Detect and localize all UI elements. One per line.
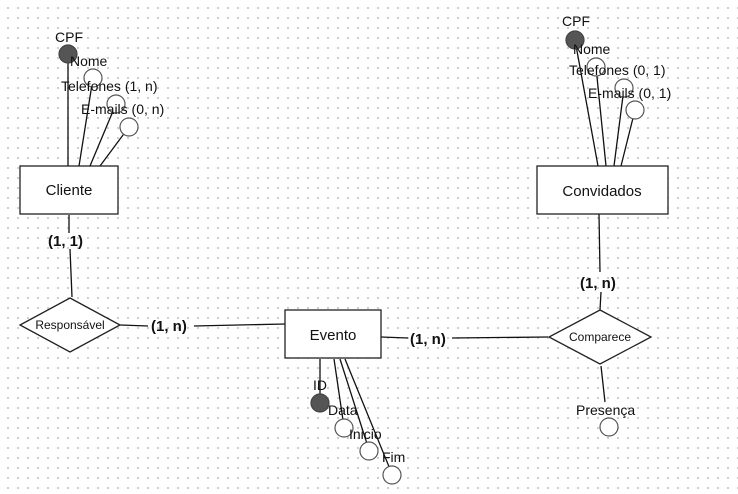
evento-id-key-attribute[interactable] [310,393,330,413]
comparece-presenca-label: Presença [576,402,635,418]
cliente-cpf-key-attribute[interactable] [58,44,78,64]
evento-data-attribute[interactable] [334,418,354,438]
cliente-nome-attribute[interactable] [83,68,103,88]
convidados-telefones-label: Telefones (0, 1) [569,62,666,78]
cardinality-cliente-responsavel: (1, 1) [48,233,83,250]
entity-evento-box[interactable] [284,309,382,359]
convidados-emails-label: E-mails (0, 1) [588,85,671,101]
evento-data-label: Data [328,402,358,418]
entity-convidados-box[interactable] [536,165,669,215]
cliente-telefones-attribute[interactable] [106,94,126,114]
entity-cliente-label: Cliente [46,182,93,199]
evento-fim-label: Fim [382,449,405,465]
convidados-nome-attribute[interactable] [586,57,606,77]
entity-cliente-box[interactable] [19,165,119,215]
evento-id-label: ID [313,377,327,393]
evento-fim-attribute[interactable] [382,465,402,485]
cardinality-responsavel-evento: (1, n) [151,318,187,335]
entity-evento-label: Evento [310,327,357,344]
convidados-telefones-attribute[interactable] [614,78,634,98]
evento-inicio-label: Inicio [349,426,382,442]
convidados-cpf-label: CPF [562,13,590,29]
convidados-nome-label: Nome [573,41,611,57]
cardinality-evento-comparece: (1, n) [410,331,446,348]
relationship-responsavel-diamond[interactable] [18,297,122,353]
relationship-comparece-diamond[interactable] [547,309,653,365]
cliente-emails-label: E-mails (0, n) [81,101,164,117]
cliente-emails-attribute[interactable] [119,117,139,137]
evento-inicio-attribute[interactable] [359,441,379,461]
relationship-comparece-label: Comparece [569,330,631,344]
cliente-nome-label: Nome [70,53,108,69]
convidados-emails-attribute[interactable] [625,100,645,120]
comparece-presenca-attribute[interactable] [599,417,619,437]
relationship-responsavel-label: Responsável [35,318,104,332]
cardinality-comparece-convidados: (1, n) [580,275,616,292]
cliente-cpf-label: CPF [55,29,83,45]
entity-convidados-label: Convidados [562,183,641,200]
connector-lines [67,39,636,475]
convidados-cpf-key-attribute[interactable] [565,30,585,50]
cliente-telefones-label: Telefones (1, n) [61,78,158,94]
